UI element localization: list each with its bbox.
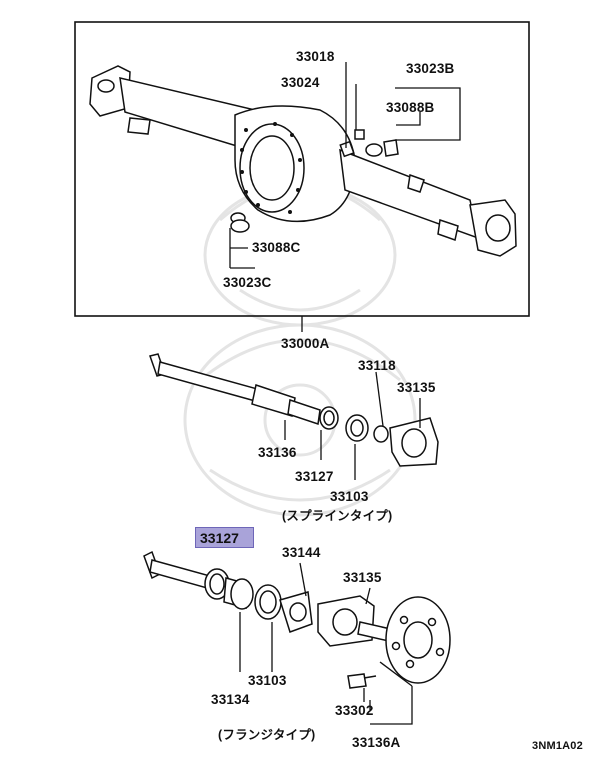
flange-shaft-assembly: [143, 550, 451, 689]
leader-lines-flange: [239, 562, 413, 725]
part-label-33135-spline: 33135: [397, 380, 436, 395]
part-label-33103-spline: 33103: [330, 489, 369, 504]
part-label-33144: 33144: [282, 545, 321, 560]
leader-lines-top: [229, 62, 461, 332]
part-label-33135-flange: 33135: [343, 570, 382, 585]
highlighted-part-33127[interactable]: 33127: [195, 527, 254, 548]
leader-lines-spline: [284, 371, 421, 480]
part-label-33088b: 33088B: [386, 100, 435, 115]
part-label-33302: 33302: [335, 703, 374, 718]
part-label-33127-highlight: 33127: [200, 530, 239, 546]
part-label-33136a: 33136A: [352, 735, 401, 750]
spline-shaft-assembly: [149, 353, 439, 467]
caption-spline-type: (スプラインタイプ): [282, 509, 393, 523]
diagram-code: 3NM1A02: [532, 740, 583, 752]
part-label-33018: 33018: [296, 49, 335, 64]
part-label-33134: 33134: [211, 692, 250, 707]
axle-housing-drawing: [89, 65, 517, 257]
part-label-33023b: 33023B: [406, 61, 455, 76]
caption-flange-type: (フランジタイプ): [218, 728, 316, 742]
part-label-33024: 33024: [281, 75, 320, 90]
part-label-33136-spline: 33136: [258, 445, 297, 460]
part-label-33127-spline: 33127: [295, 469, 334, 484]
part-label-33088c: 33088C: [252, 240, 301, 255]
part-label-33118: 33118: [358, 358, 396, 373]
part-label-33103-flange: 33103: [248, 673, 287, 688]
part-label-33000a: 33000A: [281, 336, 330, 351]
part-label-33023c: 33023C: [223, 275, 272, 290]
